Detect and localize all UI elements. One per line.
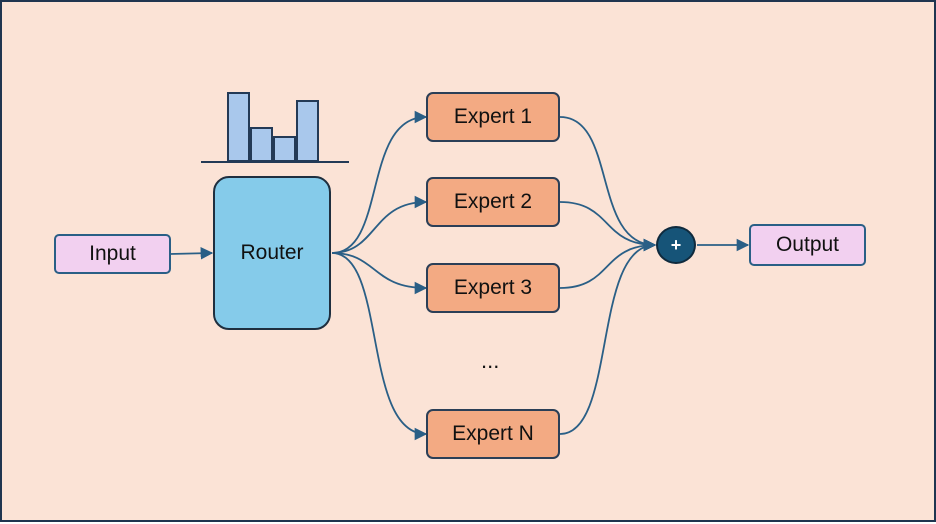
histogram-bar-1	[227, 92, 250, 162]
expert-label-1: Expert 1	[453, 105, 533, 128]
histogram-bar-2	[250, 127, 273, 162]
arrow-input-to-router	[169, 246, 214, 260]
arrow-router-to-expert-3	[331, 252, 428, 295]
histogram-bar-4	[296, 100, 319, 162]
expert-label-3: Expert 3	[453, 276, 533, 299]
input-label: Input	[89, 242, 136, 265]
expert-node-3: Expert 3	[426, 263, 560, 313]
more-experts-ellipsis: ...	[481, 348, 500, 373]
input-node: Input	[54, 234, 171, 274]
expert-label-2: Expert 2	[453, 190, 533, 213]
histogram-bars	[227, 92, 319, 162]
arrow-expert-3-to-combine	[559, 238, 657, 289]
arrow-router-to-expert-n	[331, 252, 428, 441]
arrow-router-to-expert-2	[331, 195, 428, 254]
plus-icon: +	[670, 234, 682, 255]
router-node: Router	[213, 176, 331, 330]
expert-node-1: Expert 1	[426, 92, 560, 142]
arrow-expert-n-to-combine	[559, 238, 657, 435]
output-node: Output	[749, 224, 866, 266]
arrow-expert-1-to-combine	[559, 116, 657, 252]
arrow-expert-2-to-combine	[559, 201, 657, 252]
histogram-bar-3	[273, 136, 296, 162]
expert-node-n: Expert N	[426, 409, 560, 459]
expert-label-n: Expert N	[452, 422, 534, 445]
routing-histogram	[201, 88, 349, 163]
expert-node-2: Expert 2	[426, 177, 560, 227]
histogram-baseline	[201, 161, 349, 163]
router-label: Router	[240, 241, 304, 264]
arrow-router-to-expert-1	[331, 110, 428, 254]
combine-plus-node: +	[656, 226, 696, 264]
output-label: Output	[775, 233, 840, 256]
